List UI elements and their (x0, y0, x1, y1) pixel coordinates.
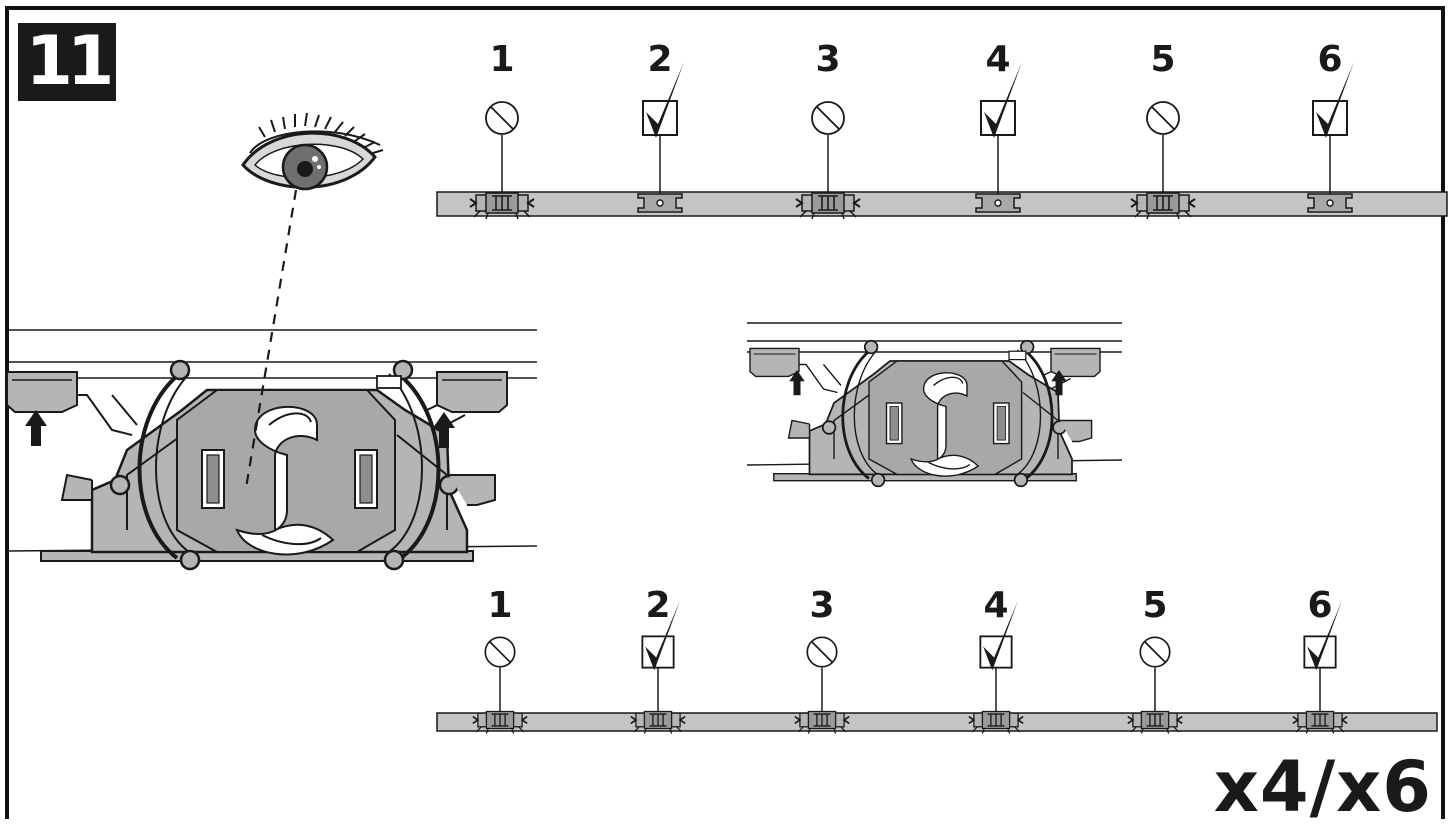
sight-line (244, 189, 298, 489)
no-icon (484, 636, 516, 668)
no-icon (1146, 101, 1180, 135)
eye-icon (241, 112, 384, 191)
position-number: 2 (645, 585, 671, 626)
quantity-label: x4/x6 (1213, 746, 1432, 828)
position-number: 1 (487, 585, 513, 626)
no-icon (485, 101, 519, 135)
position-number: 2 (647, 39, 673, 80)
spacer-part (975, 193, 1021, 213)
step-number-badge: 11 (18, 23, 116, 101)
spacer-part (1307, 193, 1353, 213)
step-frame (5, 6, 1445, 819)
top-row (469, 61, 1355, 220)
position-number: 5 (1142, 585, 1168, 626)
position-number: 3 (809, 585, 835, 626)
spacer-part (637, 193, 683, 213)
up-arrow-icon (25, 410, 47, 446)
position-number: 6 (1307, 585, 1333, 626)
position-number: 1 (489, 39, 515, 80)
position-number: 3 (815, 39, 841, 80)
bottom-row (471, 599, 1349, 735)
detail-view-small (746, 322, 1123, 488)
detail-view-large (5, 329, 538, 571)
position-number: 6 (1317, 39, 1343, 80)
bottom-rail (436, 712, 1438, 732)
position-number: 4 (983, 585, 1009, 626)
position-number: 5 (1150, 39, 1176, 80)
no-icon (806, 636, 838, 668)
top-rail (436, 191, 1448, 217)
no-icon (811, 101, 845, 135)
no-icon (1139, 636, 1171, 668)
position-number: 4 (985, 39, 1011, 80)
